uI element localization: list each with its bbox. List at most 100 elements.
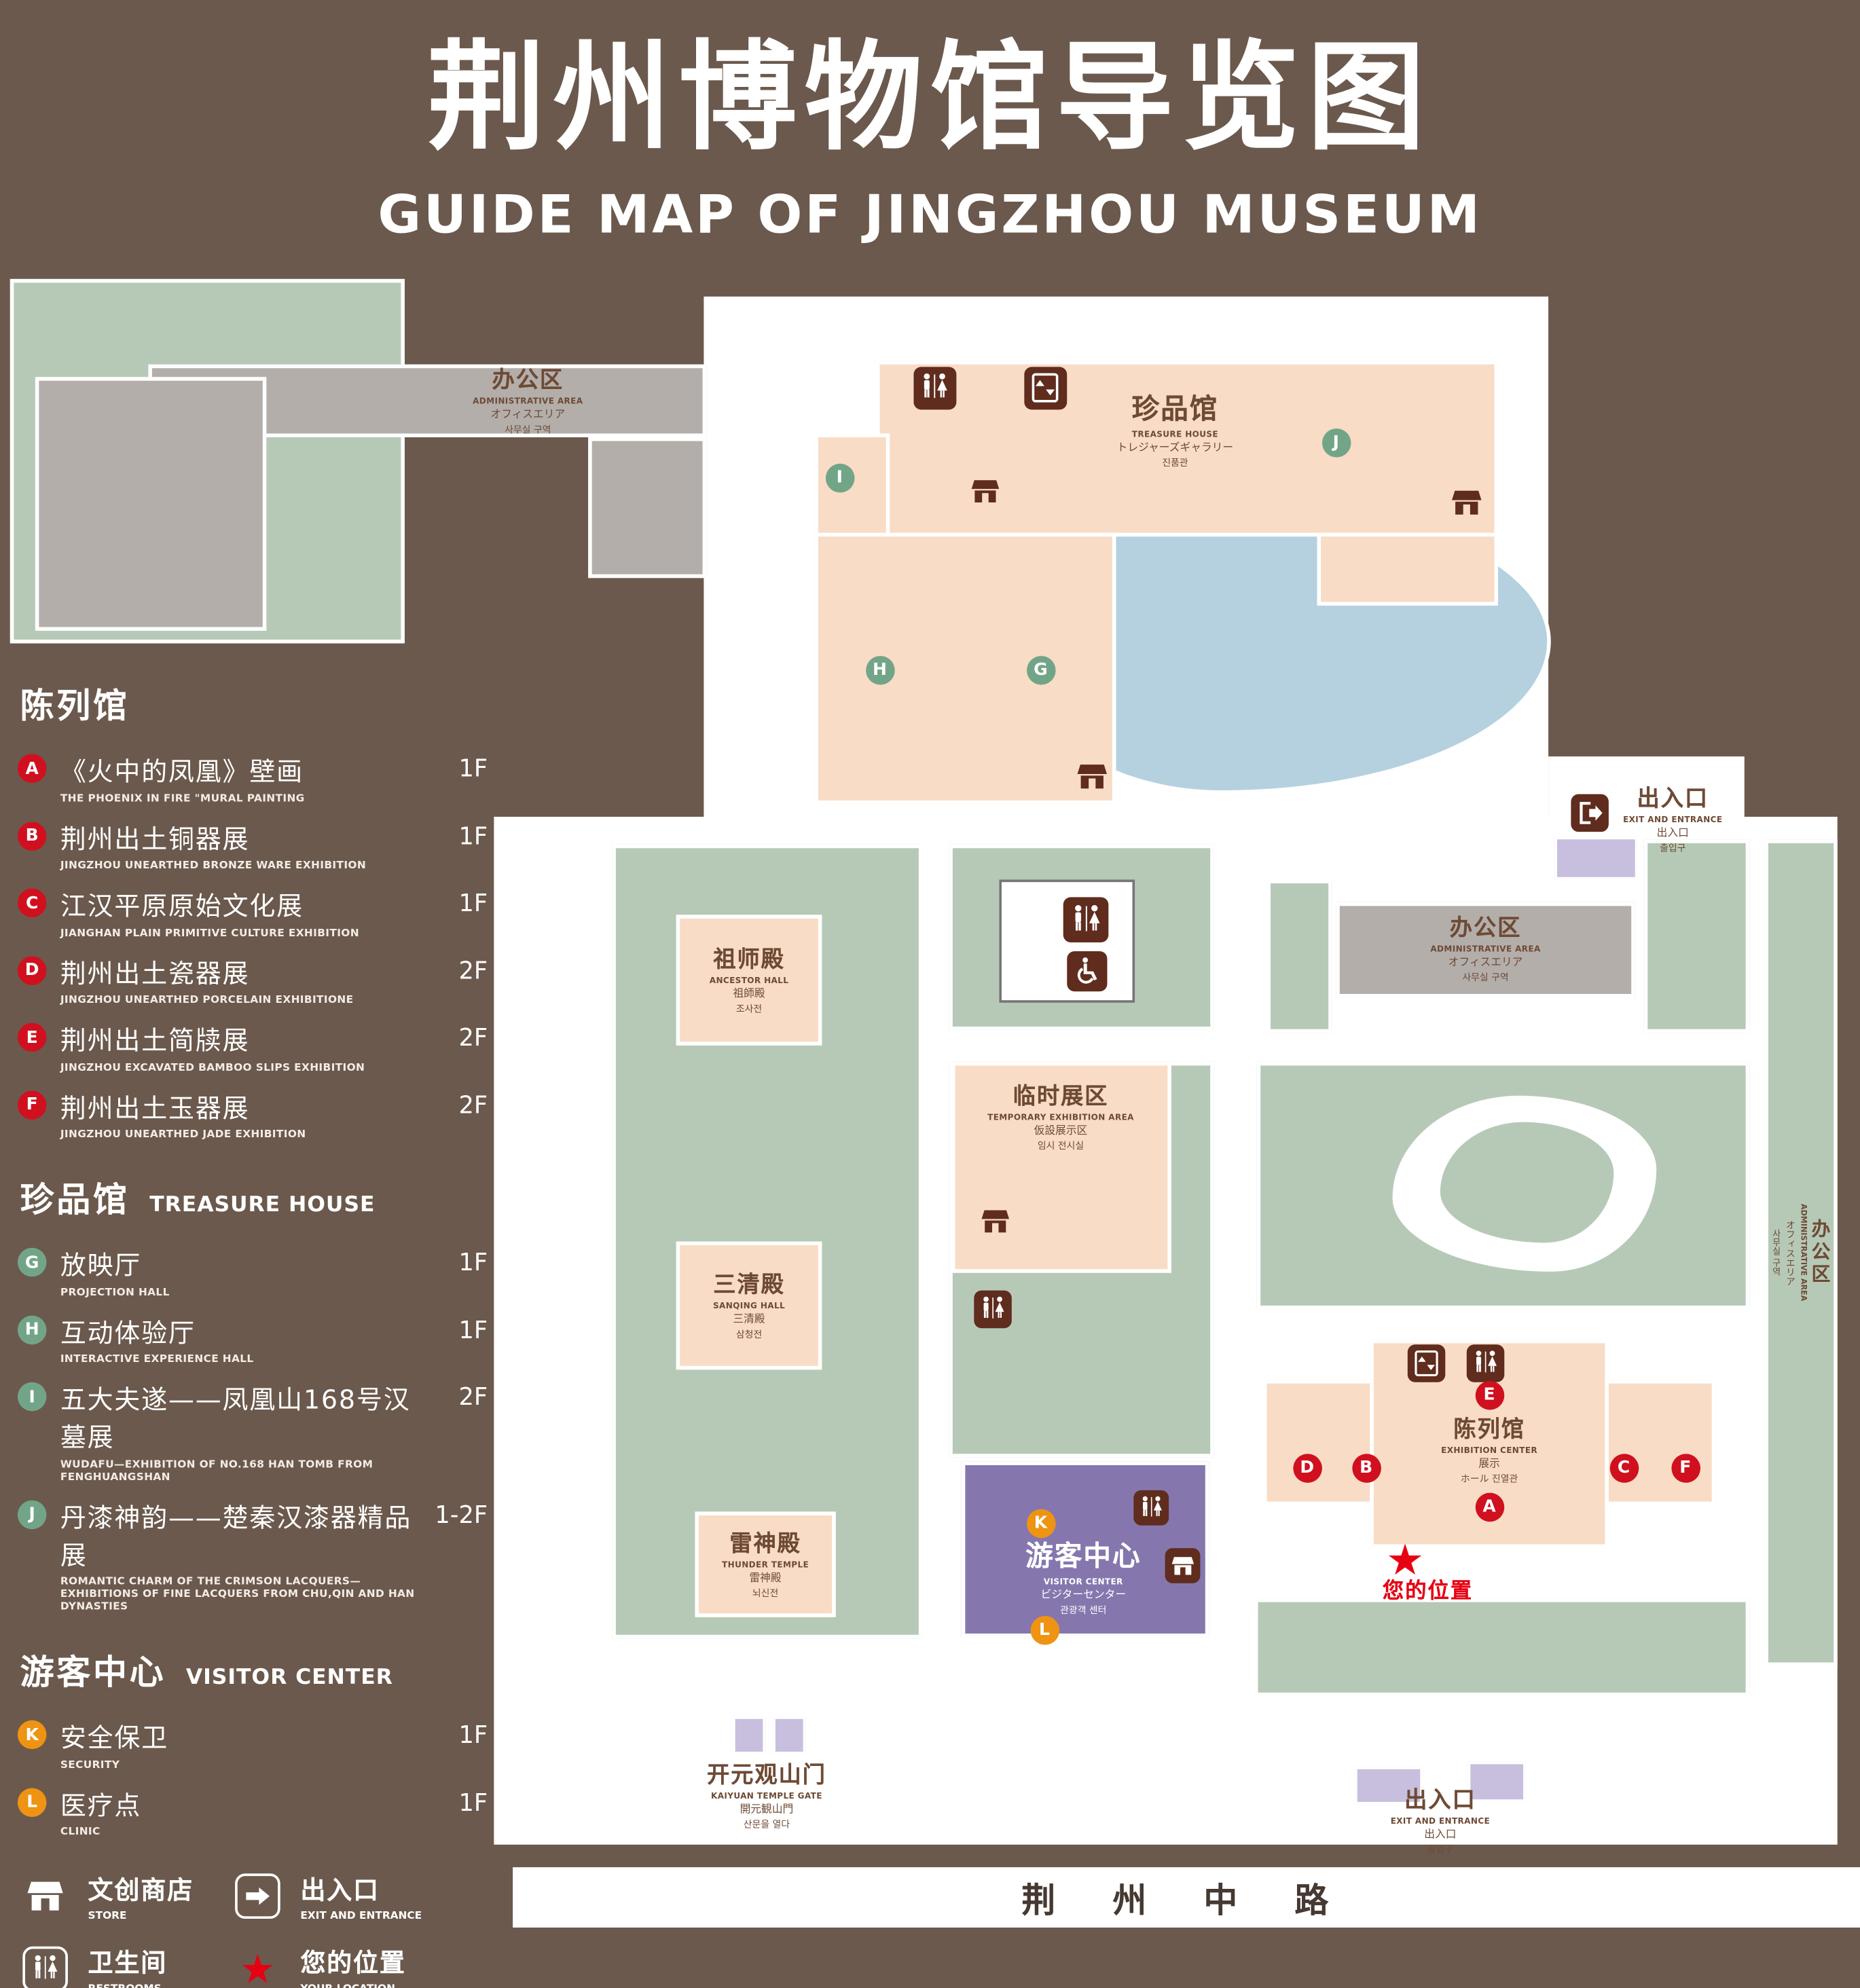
label-kr: 사무실 구역 xyxy=(505,423,551,435)
legend-label-en: STORE xyxy=(88,1909,127,1921)
label-kr: 출입구 xyxy=(1660,842,1686,853)
exhibition-center-west-wing xyxy=(1262,1380,1374,1506)
exit-icon xyxy=(230,1871,285,1921)
badge-b: B xyxy=(17,821,47,850)
accessible-restroom-icon xyxy=(1067,951,1108,992)
item-title: 荆州出土玉器展 xyxy=(60,1092,250,1123)
sidebar-item-g: G 放映厅 PROJECTION HALL 1F xyxy=(17,1244,490,1297)
label-jp: 三清殿 xyxy=(733,1313,765,1326)
visitor-center-label: 游客中心 VISITOR CENTER ビジターセンター 관광객 센터 xyxy=(1025,1541,1141,1617)
section-heading-zh: 游客中心 xyxy=(20,1653,166,1693)
item-floor: 2F xyxy=(458,1091,488,1120)
legend-label-zh: 文创商店 xyxy=(88,1875,194,1905)
label-en: ADMINISTRATIVE AREA xyxy=(1798,1204,1808,1302)
label-zh: 祖师殿 xyxy=(713,946,785,974)
badge-f: F xyxy=(17,1090,47,1120)
label-jp: 祖師殿 xyxy=(733,987,765,1001)
label-jp: 開元観山門 xyxy=(740,1803,794,1816)
exit-icon xyxy=(1571,794,1609,832)
treasure-house-east-wing xyxy=(1317,532,1499,606)
treasure-house-label: 珍品馆 TREASURE HOUSE トレジャーズギャラリー 진품관 xyxy=(1117,393,1233,469)
badge-g: G xyxy=(17,1247,47,1277)
label-kr: 삼청전 xyxy=(735,1328,763,1340)
restroom-icon xyxy=(974,1290,1012,1329)
store-icon xyxy=(978,1204,1013,1239)
label-jp: オフィスエリア xyxy=(1448,956,1523,970)
admin-building-mid xyxy=(1336,902,1635,998)
label-jp: 展示 xyxy=(1478,1458,1500,1471)
label-kr: 사무실 구역 xyxy=(1771,1229,1782,1276)
sidebar-item-f: F 荆州出土玉器展 JINGZHOU UNEARTHED JADE EXHIBI… xyxy=(17,1086,490,1140)
exhibition-center-east-wing xyxy=(1605,1380,1716,1506)
item-floor: 1F xyxy=(458,1788,488,1817)
label-zh: 三清殿 xyxy=(713,1272,785,1299)
item-title: 荆州出土简牍展 xyxy=(60,1025,250,1056)
label-zh: 办公区 xyxy=(1449,915,1522,942)
item-floor: 2F xyxy=(458,957,488,985)
label-jp: トレジャーズギャラリー xyxy=(1116,441,1234,455)
item-title: 江汉平原原始文化展 xyxy=(60,891,304,921)
label-jp: 仮設展示区 xyxy=(1034,1124,1088,1138)
your-location-label: 您的位置 xyxy=(1382,1579,1474,1604)
restroom-icon xyxy=(18,1943,73,1988)
legend-label-zh: 您的位置 xyxy=(300,1947,406,1978)
legend-label-zh: 出入口 xyxy=(300,1875,380,1905)
header: 荆州博物馆导览图 GUIDE MAP OF JINGZHOU MUSEUM xyxy=(0,0,1860,244)
map-marker-b: B xyxy=(1351,1453,1381,1482)
section-heading-zh: 陈列馆 xyxy=(20,687,130,726)
legend-restrooms: 卫生间 RESTROOMS xyxy=(18,1943,230,1988)
item-title: 安全保卫 xyxy=(60,1723,168,1753)
section-heading-en: VISITOR CENTER xyxy=(185,1665,393,1691)
restroom-icon xyxy=(1133,1490,1169,1526)
item-floor: 2F xyxy=(458,1383,488,1412)
label-en: THUNDER TEMPLE xyxy=(722,1560,809,1570)
admin-north-label: 办公区 ADMINISTRATIVE AREA オフィスエリア 사무실 구역 xyxy=(473,366,583,435)
item-title: 荆州出土铜器展 xyxy=(60,824,250,854)
section-heading-treasure-house: 珍品馆 TREASURE HOUSE xyxy=(20,1173,490,1221)
badge-d: D xyxy=(17,955,47,985)
south-exit-label: 出入口 EXIT AND ENTRANCE 出入口 출입구 xyxy=(1391,1786,1490,1855)
page-title: 荆州博物馆导览图 xyxy=(427,30,1433,168)
label-kr: 관광객 센터 xyxy=(1060,1604,1107,1616)
badge-i: I xyxy=(17,1382,47,1412)
item-floor: 1F xyxy=(458,889,488,918)
legend-label-en: RESTROOMS xyxy=(88,1981,162,1988)
item-floor: 1F xyxy=(458,1721,488,1750)
south-exit-structure xyxy=(1355,1767,1423,1805)
thunder-temple-label: 雷神殿 THUNDER TEMPLE 雷神殿 뇌신전 xyxy=(722,1530,809,1599)
label-zh: 办公区 xyxy=(1808,1219,1832,1287)
section-heading-en: TREASURE HOUSE xyxy=(149,1192,376,1218)
label-kr: 산문을 열다 xyxy=(743,1818,790,1830)
admin-area-east-strip: 办公区 ADMINISTRATIVE AREA オフィスエリア 사무실 구역 xyxy=(1764,839,1838,1667)
map-marker-a: A xyxy=(1474,1492,1504,1522)
ancestor-hall-building xyxy=(676,915,822,1046)
garden-island xyxy=(1440,1122,1614,1243)
sidebar-item-h: H 互动体验厅 INTERACTIVE EXPERIENCE HALL 1F xyxy=(17,1311,490,1365)
road xyxy=(513,1867,1860,1928)
item-floor: 1F xyxy=(458,1249,488,1277)
store-icon xyxy=(1165,1548,1201,1583)
label-jp: ビジターセンター xyxy=(1040,1589,1127,1602)
item-title: 五大夫遂——凤凰山168号汉墓展 xyxy=(60,1384,411,1453)
badge-c: C xyxy=(17,888,47,918)
badge-e: E xyxy=(17,1023,47,1052)
badge-l: L xyxy=(17,1787,47,1817)
map-marker-c: C xyxy=(1609,1453,1639,1482)
admin-mid-label: 办公区 ADMINISTRATIVE AREA オフィスエリア 사무실 구역 xyxy=(1430,914,1540,983)
sidebar-item-e: E 荆州出土简牍展 JINGZHOU EXCAVATED BAMBOO SLIP… xyxy=(17,1019,490,1073)
item-subtitle: JINGZHOU UNEARTHED JADE EXHIBITION xyxy=(60,1127,306,1140)
label-zh: 游客中心 xyxy=(1025,1541,1142,1573)
label-en: KAIYUAN TEMPLE GATE xyxy=(711,1790,822,1801)
label-kr: 진품관 xyxy=(1162,456,1188,468)
badge-j: J xyxy=(17,1499,47,1529)
section-heading-visitor-center: 游客中心 VISITOR CENTER xyxy=(20,1645,490,1694)
store-icon xyxy=(1073,758,1111,796)
item-title: 放映厅 xyxy=(60,1250,142,1281)
legend-your-location: ★ 您的位置 YOUR LOCATION xyxy=(230,1943,490,1988)
item-title: 互动体验厅 xyxy=(60,1317,196,1348)
label-kr: 임시 전시실 xyxy=(1037,1139,1084,1152)
sanqing-hall-label: 三清殿 SANQING HALL 三清殿 삼청전 xyxy=(713,1271,785,1340)
admin-east-label: 办公区 ADMINISTRATIVE AREA オフィスエリア 사무실 구역 xyxy=(1769,1204,1833,1301)
treasure-house-south-wing xyxy=(814,532,1116,805)
